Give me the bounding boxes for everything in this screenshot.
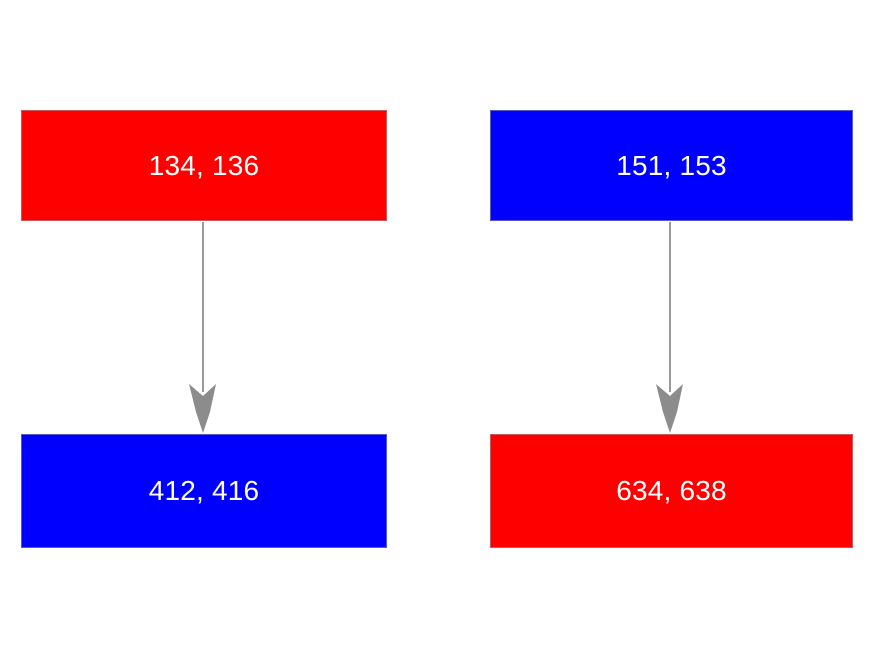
arrowhead-icon: [656, 384, 683, 433]
flow-node-label: 412, 416: [148, 475, 260, 506]
flow-node-n3[interactable]: 151, 153: [490, 110, 853, 221]
flow-node-label: 634, 638: [616, 475, 727, 506]
edge-n3-to-n4: [656, 222, 683, 433]
flow-node-label: 151, 153: [616, 149, 727, 181]
edge-n1-to-n2: [189, 222, 216, 433]
arrowhead-icon: [189, 384, 216, 433]
flow-node-n4[interactable]: 634, 638: [490, 434, 853, 548]
flow-node-n1[interactable]: 134, 136: [21, 110, 387, 221]
flow-node-label: 134, 136: [148, 149, 260, 181]
flow-node-n2[interactable]: 412, 416: [21, 434, 387, 548]
